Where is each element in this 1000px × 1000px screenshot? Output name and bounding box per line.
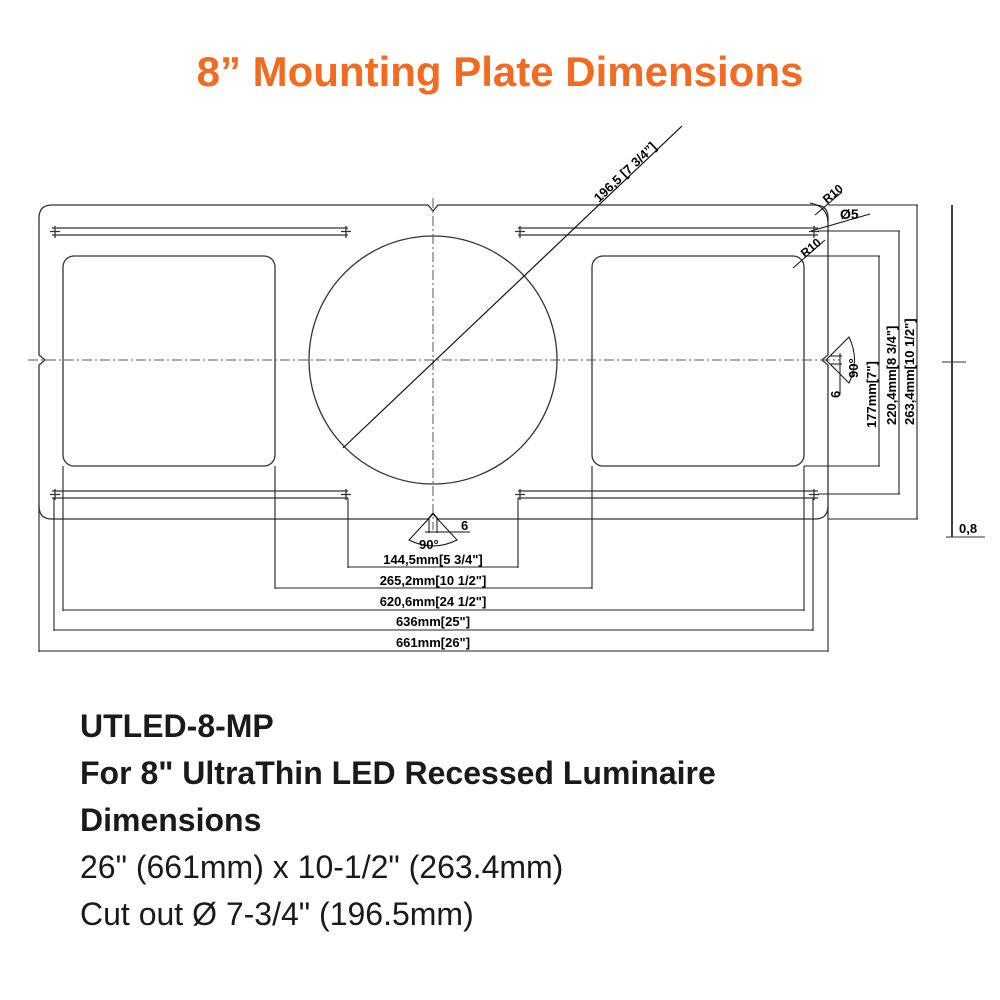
slot-bottom-right (518, 490, 818, 499)
dim-220: 220,4mm[8 3/4"] (884, 326, 899, 425)
bottom-notch-angle: 90° (419, 537, 439, 552)
cutout-diameter-label: 196,5 [7 3/4”] (591, 139, 660, 205)
dim-265: 265,2mm[10 1/2"] (380, 573, 487, 588)
dim-620: 620,6mm[24 1/2"] (380, 594, 487, 609)
dimensions-heading: Dimensions (80, 802, 262, 838)
plate-outline (38, 204, 829, 520)
slot-top-right (518, 227, 818, 236)
slot-bottom-left (52, 490, 348, 499)
product-subtitle: For 8" UltraThin LED Recessed Luminaire (80, 755, 716, 791)
page-title: 8” Mounting Plate Dimensions (196, 48, 804, 95)
outer-radius-label: R10 (820, 181, 846, 206)
product-info: UTLED-8-MP For 8" UltraThin LED Recessed… (80, 703, 716, 938)
dim-661: 661mm[26"] (396, 635, 470, 650)
model-number: UTLED-8-MP (80, 708, 274, 744)
bottom-notch-depth: 6 (461, 518, 468, 533)
thickness-label: 0,8 (959, 521, 977, 536)
slot-width-label: Ø5 (840, 206, 859, 222)
dim-144: 144,5mm[5 3/4"] (383, 552, 482, 567)
slot-top-left (52, 227, 348, 236)
dim-636: 636mm[25"] (396, 614, 470, 629)
cutout-line: Cut out Ø 7-3/4" (196.5mm) (80, 896, 474, 932)
dim-177: 177mm[7"] (864, 361, 879, 428)
right-notch-angle: 90° (846, 358, 861, 378)
dim-263: 263,4mm[10 1/2"] (902, 318, 917, 425)
left-window (62, 255, 276, 467)
size-line: 26" (661mm) x 10-1/2" (263.4mm) (80, 849, 564, 885)
right-window (591, 255, 805, 467)
right-notch-depth: 6 (828, 391, 843, 398)
